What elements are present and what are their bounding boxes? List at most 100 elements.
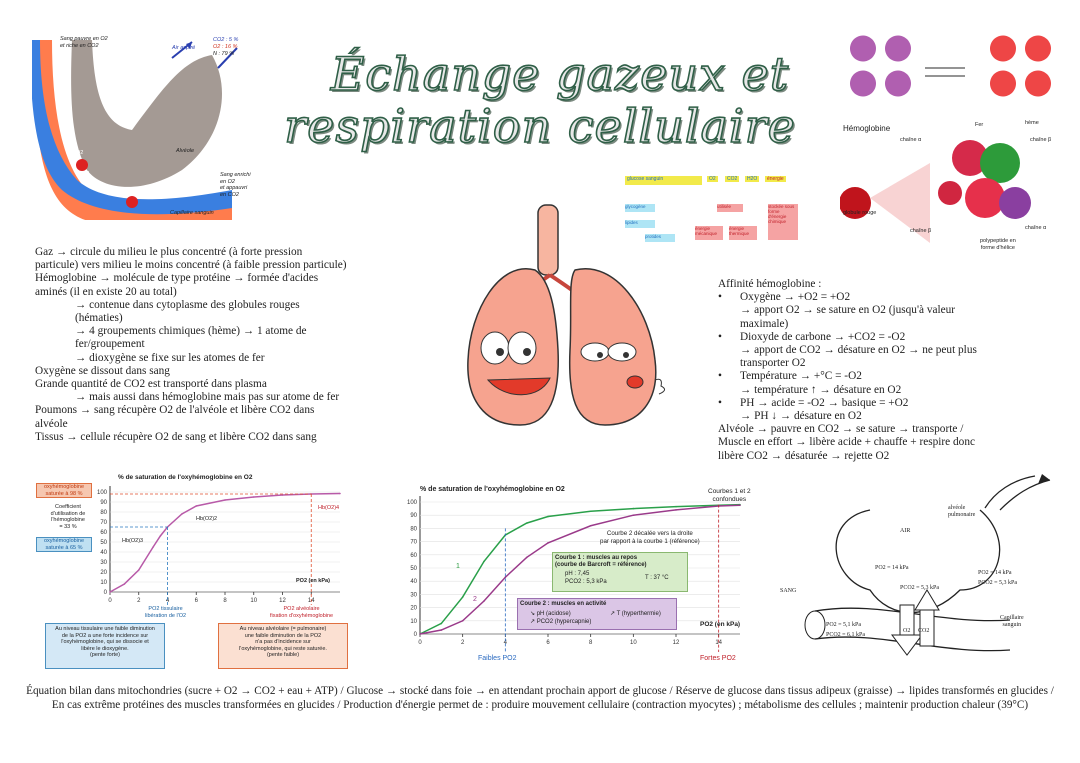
data-point [675,509,677,511]
flow-thermique: énergie thermique [729,226,757,240]
notes-left-indent-1: (hématies) [75,312,123,325]
y-tick-label: 0 [414,632,418,638]
x-tick-label: 8 [589,640,593,646]
alveole-label-air: Air aspiré [172,45,196,51]
exch-co2: CO2 [918,628,930,634]
alveole-label-right: Sang enrichi en O2 et appauvri en CO2 [220,172,251,198]
x-tick-label: 14 [715,640,722,646]
alveole-comp-n: N : 79 % [213,51,235,57]
y-tick-label: 10 [410,619,417,625]
notes-right-bullet-0: Oxygène → +O2 = +O2 → apport O2 → se sat… [718,291,1048,331]
data-point [159,535,162,537]
chart2-c1-ph: pH : 7,45 [565,571,590,577]
exch-pco2-air: PCO2 = 5,3 kPa [900,585,940,591]
hemo-label-polypeptide: polypeptide en forme d'hélice [980,238,1016,251]
x-tick-label: 10 [630,640,637,646]
title-line-2: respiration cellulaire [283,99,796,153]
x-tick-label: 0 [418,640,422,646]
y-tick-label: 40 [100,550,107,556]
chart2-series2-label: 2 [473,596,477,603]
x-tick-label: 10 [250,598,257,604]
chart2-faibles: Faibles PO2 [478,655,517,662]
chart2-c2-ph: ↘ pH (acidose) [530,611,571,617]
data-point [547,542,549,544]
chart1-hbo2-3: Hb(O2)4 [318,505,340,511]
y-tick-label: 30 [100,560,107,566]
chart2-c1-pco2: PCO2 : 5,3 kPa [565,579,607,585]
flow-utilisee: utilisée [717,204,743,212]
x-tick-label: 6 [546,640,550,646]
y-tick-label: 70 [410,540,417,546]
notes-left2-indent: → mais aussi dans hémoglobine mais pas s… [75,391,340,404]
notes-left-line-3: aminés (il en existe 20 au total) [35,285,177,298]
notes-right-tail-2: libère CO2 → désaturée → rejette O2 [718,449,890,462]
y-tick-label: 80 [100,510,107,516]
data-point [224,499,226,501]
data-point [589,510,592,513]
alveole-label-capillaire: Capillaire sanguin [170,210,214,216]
chart1-box-sat98: oxyhémoglobine saturée à 98 % [36,483,92,498]
alveole-comp-co2: CO2 : 5 % [213,37,239,43]
flow-lipides: lipides [625,220,655,228]
flow-mecanique: énergie mécanique [695,226,723,240]
y-tick-label: 70 [100,520,107,526]
exch-sang: SANG [780,588,797,594]
data-point [109,591,111,593]
flow-glucose: glucose sanguin [625,176,702,185]
hemo-label-fer: Fer [975,122,984,128]
y-tick-label: 20 [100,570,107,576]
y-tick-label: 60 [410,553,417,559]
data-point [195,505,198,507]
exchange-diagram [804,474,1051,656]
data-point [461,620,464,622]
y-tick-label: 90 [410,513,417,519]
data-point [152,546,154,548]
chart2-courbe2-decale: Courbe 2 décalée vers la droite par rapp… [600,530,700,545]
notes-left: Gaz → circule du milieu le plus concentr… [35,246,415,444]
bottom-summary-text: Équation bilan dans mitochondries (sucre… [26,685,1054,711]
chart1-po2-alv: PO2 alvéolaire fixation d'oxyhémoglobine [270,606,334,619]
x-tick-label: 12 [279,598,286,604]
notes-right-bullet-2: Température → +°C = -O2 → température ↑ … [718,370,1048,396]
flow-stockee: stockée sous forme d'énergie chimique [768,204,798,240]
hemo-label-heme: hème [1025,120,1039,126]
notes-left-indent-0: → contenue dans cytoplasme des globules … [75,298,300,311]
data-point [123,583,126,585]
exch-capillaire: Capillaire sanguin [1000,615,1024,628]
y-tick-label: 80 [410,526,417,532]
bullet-1-sub-0: → apport de CO2 → désature en O2 → ne pe… [740,344,977,357]
hemo-label-chaine-a: chaîne α [900,137,922,143]
data-point [589,524,592,527]
chart1-box-sat65: oxyhémoglobine saturée à 65 % [36,537,92,552]
data-point [547,515,549,518]
data-point [525,522,528,524]
alveole-label-co2: CO2 [72,150,84,156]
chart2-courbes12: Courbes 1 et 2 confondues [708,488,751,503]
chart2-xlabel: PO2 (en kPa) [700,621,741,628]
notes-left-line-0: Gaz → circule du milieu le plus concentr… [35,246,303,258]
bullet-2-sub-0: → température ↑ → désature en O2 [740,383,902,396]
chart2-series1-label: 1 [456,563,460,570]
notes-left3-line-0: Poumons → sang récupère O2 de l'alvéole … [35,404,315,417]
data-point [281,494,284,496]
flow-co2: CO2 [725,176,740,182]
exch-alveole: alvéole pulmonaire [948,505,976,518]
x-tick-label: 12 [673,640,680,646]
y-tick-label: 0 [104,590,108,596]
bullet-0-main: Oxygène → +O2 = +O2 [740,291,851,304]
chart1-xlabel: PO2 (en kPa) [296,578,330,584]
notes-left-indent-2: → 4 groupements chimiques (hème) → 1 ato… [75,325,307,338]
data-point [632,514,635,516]
data-point [252,496,255,498]
hemo-label-chaine-b2: chaîne β [910,228,932,234]
title-line-1: Échange gazeux et [330,47,790,101]
notes-right-tail-0: Alvéole → pauvre en CO2 → se sature → tr… [718,423,964,436]
alveole-label-o2: O2 [82,171,90,177]
data-point [339,492,341,495]
notes-left3-line-2: Tissus → cellule récupère O2 de sang et … [35,430,317,443]
hemoglobine-illustration [840,35,1051,243]
y-tick-label: 50 [100,540,107,546]
data-point [483,560,485,563]
chart1-po2-tissu: PO2 tissulaire libération de l'O2 [145,606,187,619]
